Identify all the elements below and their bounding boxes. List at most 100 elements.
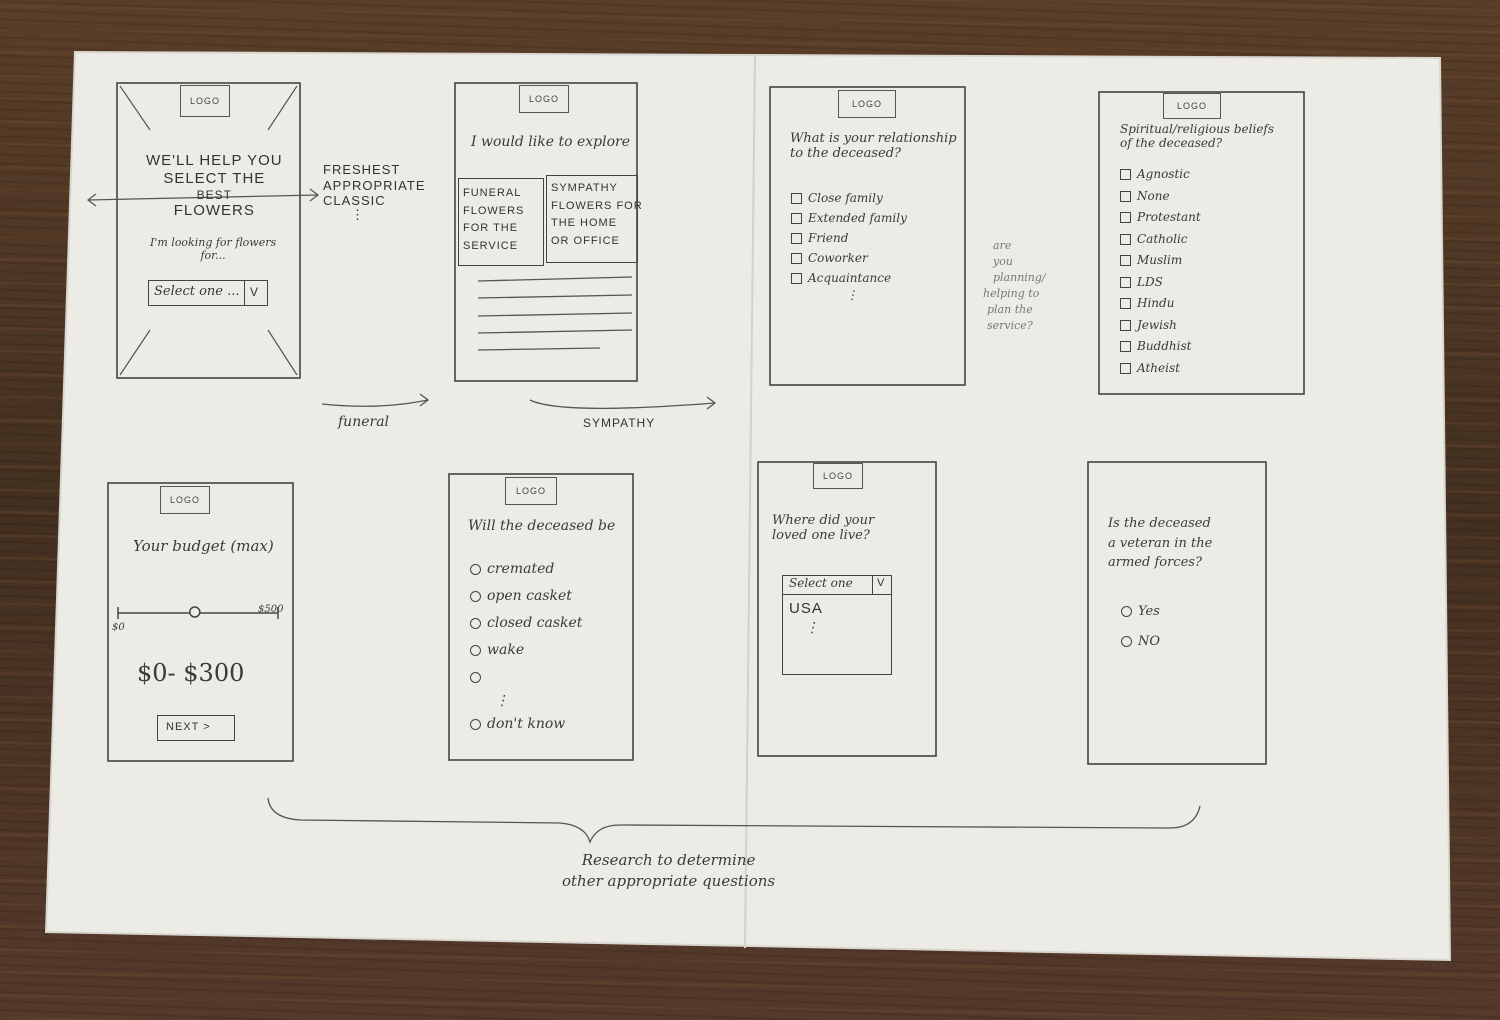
option-label: Muslim [1137, 253, 1183, 267]
budget-max-label: $500 [258, 604, 284, 615]
checkbox[interactable] [1120, 212, 1131, 223]
belief-option[interactable]: Protestant [1120, 207, 1201, 229]
sympathy-arrow-head [706, 396, 717, 410]
screen8-frame [1087, 461, 1267, 765]
funeral-card-line-1: FUNERAL [463, 187, 522, 199]
radio[interactable] [1121, 606, 1132, 617]
belief-option[interactable]: Jewish [1120, 315, 1201, 337]
radio[interactable] [470, 590, 481, 602]
disposition-option[interactable]: closed casket [470, 610, 582, 637]
screen6-title: Will the deceased be [468, 518, 616, 534]
planning-note-line-2: you [993, 254, 1013, 268]
checkbox[interactable] [791, 253, 802, 264]
relationship-option[interactable]: Acquaintance [791, 268, 907, 288]
veteran-option-no[interactable]: NO [1121, 627, 1160, 657]
research-note: Research to determine other appropriate … [562, 850, 775, 892]
radio[interactable] [470, 718, 481, 730]
radio[interactable] [470, 563, 481, 575]
disposition-option[interactable]: open casket [470, 583, 582, 610]
relationship-option[interactable]: Coworker [791, 248, 907, 268]
funeral-arrow [321, 399, 429, 407]
relationship-options: Close family Extended family Friend Cowo… [791, 188, 907, 302]
screen8-title-line-2: a veteran in the [1108, 535, 1213, 551]
country-select-dropdown[interactable]: Select one V USA ⋮ [782, 575, 892, 675]
checkbox[interactable] [1120, 233, 1131, 245]
checkbox[interactable] [791, 273, 802, 284]
belief-option[interactable]: Atheist [1120, 358, 1201, 380]
checkbox[interactable] [791, 193, 802, 204]
funeral-arrow-head [419, 393, 430, 407]
country-option-usa[interactable]: USA [789, 600, 823, 617]
sympathy-card-line-4: OR OFFICE [551, 234, 620, 247]
screen1-swipe-left-head [87, 193, 97, 207]
screen1-headline: WE'LL HELP YOU SELECT THE BEST FLOWERS [146, 152, 283, 220]
country-select-header[interactable]: Select one V [783, 576, 891, 595]
screen1-select-dropdown[interactable]: Select one ... V [148, 280, 268, 306]
radio[interactable] [470, 644, 481, 656]
side-note-line-1: FRESHEST [323, 162, 401, 177]
disposition-option[interactable]: wake [470, 637, 582, 664]
screen7-title: Where did your loved one live? [772, 513, 875, 544]
belief-option[interactable]: None [1120, 186, 1201, 208]
belief-option[interactable]: Buddhist [1120, 336, 1201, 358]
planning-note-line-5: plan the [987, 302, 1033, 316]
screen3-title-line-2: to the deceased? [790, 145, 902, 161]
beliefs-options: Agnostic None Protestant Catholic Muslim… [1120, 164, 1201, 379]
option-label: LDS [1137, 274, 1163, 289]
research-note-line-1: Research to determine [581, 851, 756, 869]
next-button-label: NEXT > [166, 721, 211, 733]
screen7-logo: LOGO [813, 463, 863, 489]
checkbox[interactable] [1120, 190, 1131, 202]
checkbox[interactable] [1120, 298, 1131, 309]
belief-option[interactable]: Agnostic [1120, 164, 1201, 186]
veteran-option-yes[interactable]: Yes [1121, 597, 1160, 627]
screen7-title-line-1: Where did your [772, 513, 875, 528]
screen5-frame [107, 482, 294, 762]
screen4-frame [1098, 91, 1305, 395]
checkbox[interactable] [1120, 341, 1131, 352]
option-label: Close family [808, 191, 883, 205]
budget-range-value: $0- $300 [137, 659, 245, 687]
checkbox[interactable] [1120, 169, 1131, 180]
screen3-logo: LOGO [838, 90, 896, 118]
option-label: Jewish [1137, 317, 1177, 332]
belief-option[interactable]: Muslim [1120, 250, 1201, 272]
screen1-side-note: FRESHEST APPROPRIATE CLASSIC ⋮ [323, 162, 426, 221]
screen1-select-divider [243, 281, 245, 305]
next-button[interactable]: NEXT > [157, 715, 235, 741]
option-label: Coworker [808, 251, 868, 265]
checkbox[interactable] [791, 233, 802, 244]
radio[interactable] [470, 671, 481, 683]
option-label: Catholic [1137, 231, 1188, 246]
belief-option[interactable]: Hindu [1120, 293, 1201, 315]
planning-note-line-4: helping to [983, 286, 1040, 300]
relationship-option[interactable]: Friend [791, 228, 907, 248]
belief-option[interactable]: Catholic [1120, 229, 1201, 251]
radio[interactable] [1121, 636, 1132, 647]
sympathy-flowers-card[interactable]: SYMPATHY FLOWERS FOR THE HOME OR OFFICE [546, 175, 642, 263]
radio[interactable] [470, 617, 481, 629]
disposition-option[interactable]: cremated [470, 556, 582, 583]
disposition-option[interactable]: don't know [470, 711, 582, 738]
relationship-option[interactable]: Extended family [791, 208, 907, 228]
screen1-headline-line-4: FLOWERS [173, 202, 255, 220]
screen4-title-line-1: Spiritual/religious beliefs [1120, 122, 1275, 136]
budget-slider-knob [189, 606, 201, 618]
checkbox[interactable] [1120, 276, 1131, 288]
belief-option[interactable]: LDS [1120, 272, 1201, 294]
checkbox[interactable] [1120, 319, 1131, 331]
checkbox[interactable] [1120, 255, 1131, 266]
sympathy-card-line-3: THE HOME [551, 217, 618, 230]
screen1-select-label: Select one ... [154, 284, 240, 299]
checkbox[interactable] [1120, 362, 1131, 374]
screen2-text-line-3 [477, 312, 633, 317]
screen1-swipe-right-head [309, 188, 319, 202]
checkbox[interactable] [791, 213, 802, 224]
country-select-divider [871, 576, 873, 594]
disposition-options: cremated open casket closed casket wake … [470, 556, 582, 738]
relationship-option[interactable]: Close family [791, 188, 907, 208]
disposition-option[interactable] [470, 664, 582, 691]
funeral-flowers-card[interactable]: FUNERAL FLOWERS FOR THE SERVICE [458, 178, 544, 266]
screen1-headline-line-3: BEST [196, 188, 232, 202]
screen5-logo: LOGO [160, 486, 210, 514]
